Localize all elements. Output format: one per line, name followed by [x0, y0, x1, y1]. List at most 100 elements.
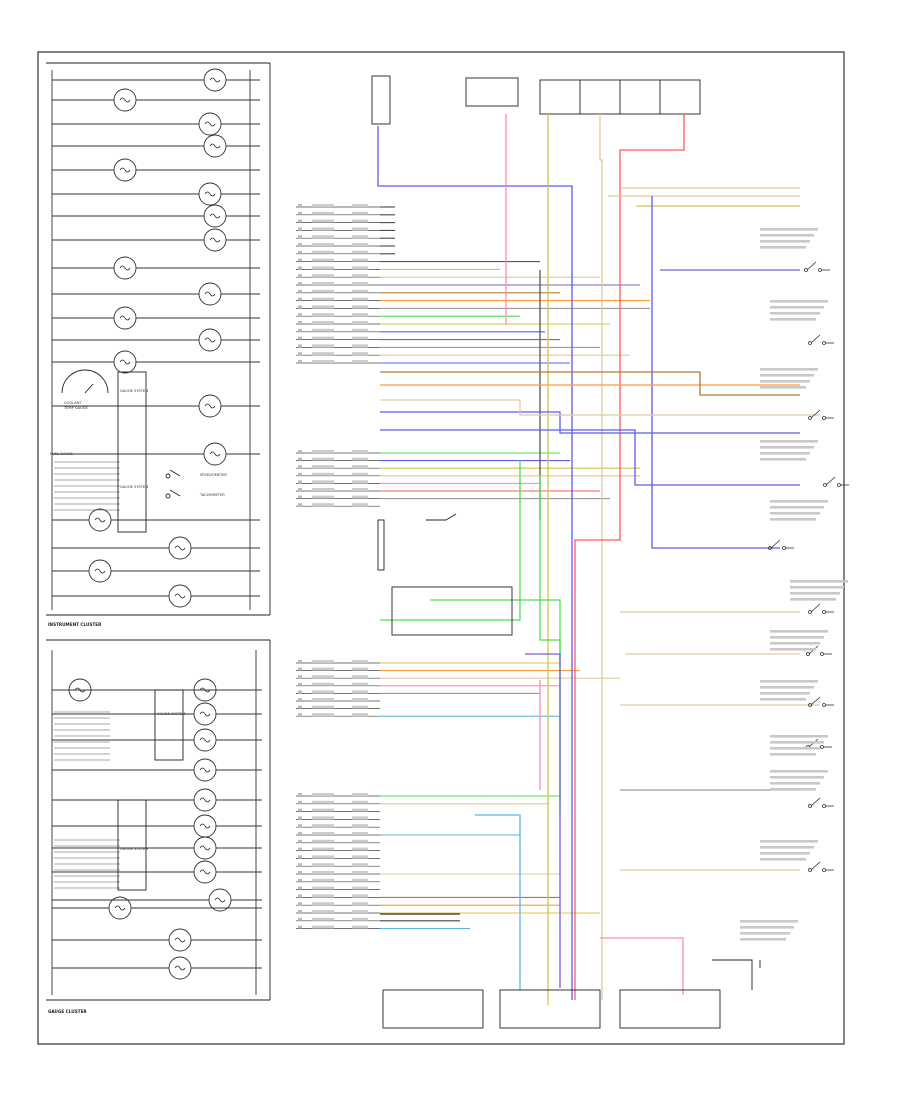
circuit-number-mark — [352, 297, 368, 301]
ic-indicator-12-filament — [204, 337, 216, 343]
pin-number-mark — [298, 488, 302, 491]
wire-green-mid — [380, 460, 521, 621]
gauge-system-label-1: GAUGE SYSTEM — [120, 389, 148, 393]
pin-number-mark — [298, 297, 302, 301]
circuit-number-mark — [352, 495, 368, 499]
wire-blue-main — [377, 126, 573, 1000]
ic-indicator-10-filament — [204, 291, 216, 297]
circuit-number-mark — [352, 847, 368, 851]
wire-color-mark — [312, 847, 334, 851]
circuit-number-mark — [352, 250, 368, 254]
switch-contact-b-10 — [822, 804, 826, 808]
component-caption-bar-9 — [770, 735, 828, 738]
pin-number-mark — [298, 328, 302, 332]
pin-number-mark — [298, 211, 302, 215]
wire-color-mark — [312, 705, 334, 709]
circuit-number-mark — [352, 450, 368, 453]
ic-indicator-16-filament — [94, 517, 106, 523]
pin-number-mark — [298, 878, 302, 882]
wire-color-mark — [312, 211, 334, 215]
pin-number-mark — [298, 847, 302, 851]
wire-pink-bottom — [600, 937, 684, 995]
ic-indicator-7-filament — [209, 213, 221, 219]
pin-number-mark — [298, 457, 302, 461]
component-caption-bar-11 — [760, 846, 814, 849]
pin-number-mark — [298, 258, 302, 262]
circuit-number-mark — [352, 336, 368, 340]
pin-number-mark — [298, 305, 302, 309]
component-caption-bar-5 — [770, 512, 820, 515]
wire-color-mark — [312, 886, 334, 890]
component-caption-bar-3 — [760, 374, 814, 377]
wire-color-mark — [312, 878, 334, 882]
circuit-number-mark — [352, 480, 368, 484]
switch-blade-2 — [810, 334, 821, 344]
gauge-cluster-panel: GAUGE SYSTEM GAUGE SYSTEM GAUGE CLUSTER — [46, 639, 271, 1014]
wire-color-mark — [312, 336, 334, 340]
circuit-number-mark — [352, 816, 368, 820]
wire-color-mark — [312, 282, 334, 285]
wire-color-mark — [312, 894, 334, 898]
pin-number-mark — [298, 910, 302, 913]
circuit-number-mark — [352, 266, 368, 270]
wire-color-mark — [312, 258, 334, 262]
wire-color-mark — [312, 250, 334, 254]
pin-number-mark — [298, 839, 302, 843]
wire-harness — [377, 114, 820, 1005]
ic-indicator-6-filament — [204, 191, 216, 197]
ic-indicator-8-filament — [209, 237, 221, 243]
circuit-number-mark — [352, 344, 368, 348]
component-caption-bar-11 — [760, 852, 810, 855]
switch-blade-11 — [810, 861, 821, 871]
wire-red-feed — [574, 114, 685, 1000]
center-connector-rows — [296, 204, 650, 930]
circuit-number-mark — [352, 503, 368, 507]
instrument-cluster-label: INSTRUMENT CLUSTER — [48, 622, 102, 627]
wire-blue-branch — [651, 196, 780, 549]
wire-color-mark — [312, 305, 334, 309]
wire-color-mark — [312, 917, 334, 921]
switch-contact-b-1 — [818, 268, 822, 272]
component-caption-bar-5 — [770, 518, 816, 521]
circuit-number-mark — [352, 274, 368, 278]
component-caption-bar-6 — [790, 586, 844, 589]
pin-number-mark — [298, 863, 302, 867]
pin-number-mark — [298, 667, 302, 671]
wire-color-mark — [312, 698, 334, 701]
circuit-number-mark — [352, 886, 368, 890]
wire-color-mark — [312, 297, 334, 301]
wire-tan-lower — [380, 399, 820, 416]
switch-contact-b-9 — [820, 745, 824, 749]
circuit-number-mark — [352, 457, 368, 461]
circuit-number-mark — [352, 925, 368, 929]
switch-blade-5 — [770, 539, 781, 549]
wire-color-mark — [312, 902, 334, 906]
gc-indicator-8-filament — [199, 845, 211, 851]
pin-number-mark — [298, 227, 302, 231]
wire-color-mark — [312, 667, 334, 671]
circuit-number-mark — [352, 660, 368, 663]
circuit-number-mark — [352, 793, 368, 796]
component-caption-bar-6 — [790, 592, 840, 595]
circuit-number-mark — [352, 313, 368, 317]
component-caption-bar-12 — [740, 938, 786, 941]
wire-color-mark — [312, 488, 334, 491]
pin-number-mark — [298, 832, 302, 835]
gc-indicator-11-filament — [114, 905, 126, 911]
pin-number-mark — [298, 917, 302, 921]
ic-indicator-11-filament — [119, 315, 131, 321]
pin-number-mark — [298, 925, 302, 929]
gc-indicator-10-filament — [214, 897, 226, 903]
pin-number-mark — [298, 902, 302, 906]
circuit-number-mark — [352, 227, 368, 231]
circuit-number-mark — [352, 321, 368, 324]
bottom-components — [382, 959, 761, 1029]
circuit-number-mark — [352, 855, 368, 859]
gc-indicator-3-filament — [199, 711, 211, 717]
circuit-number-mark — [352, 667, 368, 671]
circuit-number-mark — [352, 878, 368, 882]
gc-indicator-12-filament — [174, 937, 186, 943]
pin-number-mark — [298, 289, 302, 293]
wire-color-mark — [312, 713, 334, 717]
switch-contact-b-8 — [822, 703, 826, 707]
